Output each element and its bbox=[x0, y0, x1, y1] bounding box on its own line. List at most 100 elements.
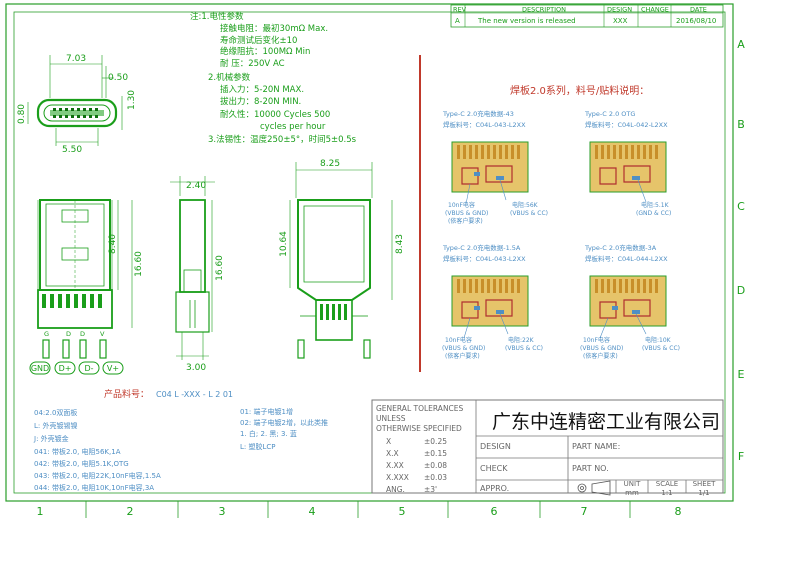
pn-left-line: J: 外壳镀金 bbox=[33, 434, 69, 443]
revision-table: REV DESCRIPTION DESIGN CHANGE DATE A The… bbox=[450, 4, 724, 28]
pcb-board-3: Type-C 2.0充电数据-1.5A 焊板料号：C04L-043-L2XX 1… bbox=[442, 243, 543, 360]
col-label: 7 bbox=[581, 505, 588, 518]
board-type: Type-C 2.0充电数据-43 bbox=[442, 109, 514, 118]
board-res-sub: (VBUS & CC) bbox=[505, 345, 543, 352]
pn-left-line: 04:2.0双面板 bbox=[34, 408, 77, 417]
pin-label-d: D bbox=[66, 330, 71, 338]
tol-key: X.XX bbox=[386, 461, 404, 470]
pin-gnd: GND bbox=[31, 364, 49, 373]
tol-title: UNLESS bbox=[376, 414, 406, 423]
note-line: 插入力：5-20N MAX. bbox=[220, 84, 304, 95]
note-line: 注:1.电性参数 bbox=[190, 11, 244, 22]
part-number-section: 产品料号： C04 L -XXX - L 2 01 04:2.0双面板 L: 外… bbox=[33, 388, 328, 492]
board-type: Type-C 2.0充电数据-3A bbox=[584, 243, 657, 252]
part-number-label: 产品料号： bbox=[104, 388, 149, 400]
dim-left-h2: 16.60 bbox=[134, 251, 144, 277]
dim-top-width: 8.25 bbox=[320, 159, 340, 169]
pcb-board-group: Type-C 2.0充电数据-43 焊板料号：C04L-043-L2XX 10n… bbox=[442, 109, 680, 360]
row-label: D bbox=[737, 284, 745, 297]
board-cap-note: 10nF电容 bbox=[445, 336, 472, 344]
board-res: 电阻:5.1K bbox=[641, 201, 670, 209]
pn-left-line: 044: 带板2.0, 电阻10K,10nF电容,3A bbox=[34, 483, 154, 492]
pin-vplus: V+ bbox=[107, 364, 119, 373]
row-label: B bbox=[737, 118, 745, 131]
company-name: 广东中连精密工业有限公司 bbox=[492, 411, 720, 433]
tol-title: GENERAL TOLERANCES bbox=[376, 404, 464, 413]
tb-part-no: PART NO. bbox=[572, 464, 609, 473]
tol-val: ±0.08 bbox=[424, 461, 447, 470]
pin-legend: GND D+ D- V+ bbox=[29, 361, 124, 375]
pcb-tail bbox=[37, 289, 113, 329]
pin-dplus: D+ bbox=[59, 364, 72, 373]
tb-sheet-label: SHEET bbox=[693, 480, 717, 488]
dim-left-h1: 8.40 bbox=[108, 234, 118, 254]
board-pn: 焊板料号：C04L-044-L2XX bbox=[585, 254, 668, 263]
board-type: Type-C 2.0充电数据-1.5A bbox=[442, 243, 521, 252]
dim-right-h1: 10.64 bbox=[279, 231, 289, 257]
tongue bbox=[50, 110, 104, 116]
pin-label-v: V bbox=[100, 330, 105, 338]
note-line: 3.法锡性：温度250±5°，时间5±0.5s bbox=[208, 134, 357, 145]
tol-key: X.X bbox=[386, 449, 399, 458]
board-cap-note: 10nF电容 bbox=[448, 201, 475, 209]
pn-left-line: 041: 带板2.0, 电阻56K,1A bbox=[34, 447, 121, 456]
tb-appro: APPRO. bbox=[480, 484, 509, 493]
tb-part-name: PART NAME: bbox=[572, 442, 620, 451]
tol-val: ±0.15 bbox=[424, 449, 447, 458]
board-pn: 焊板料号：C04L-043-L2XX bbox=[443, 120, 526, 129]
pn-left-line: L: 外壳镀锡镍 bbox=[34, 421, 77, 430]
pin-dminus: D- bbox=[84, 364, 93, 373]
tol-title: OTHERWISE SPECIFIED bbox=[376, 424, 462, 433]
note-line: 绝缘阻抗：100MΩ Min bbox=[220, 46, 310, 57]
rev-cell: XXX bbox=[613, 17, 628, 25]
board-type: Type-C 2.0 OTG bbox=[584, 110, 635, 118]
rev-cell: A bbox=[455, 17, 460, 25]
dim-front-width: 7.03 bbox=[66, 54, 86, 64]
note-line: 接触电阻：最初30mΩ Max. bbox=[220, 23, 328, 34]
board-cust: (依客户要求) bbox=[583, 352, 618, 360]
note-line: 耐 压：250V AC bbox=[220, 58, 285, 69]
note-line: 寿命测试后变化±10 bbox=[220, 35, 297, 46]
tol-key: ANG. bbox=[386, 485, 405, 494]
title-block: 广东中连精密工业有限公司 DESIGN PART NAME: CHECK PAR… bbox=[371, 399, 724, 497]
note-line: 拔出力：8-20N MIN. bbox=[220, 96, 301, 107]
tol-val: ±0.25 bbox=[424, 437, 447, 446]
tol-val: ±3' bbox=[424, 485, 437, 494]
dim-right-h2: 8.43 bbox=[395, 234, 405, 254]
part-number-code: C04 L -XXX - L 2 01 bbox=[156, 390, 233, 399]
row-label: C bbox=[737, 200, 745, 213]
column-ticks bbox=[85, 501, 631, 518]
outer-frame bbox=[5, 3, 734, 502]
tb-scale-label: SCALE bbox=[656, 480, 678, 488]
board-cust: (依客户要求) bbox=[448, 217, 483, 225]
col-label: 5 bbox=[399, 505, 406, 518]
board-res: 电阻:10K bbox=[645, 336, 672, 344]
board-res-sub: (GND & CC) bbox=[636, 210, 671, 217]
rev-header: REV bbox=[453, 6, 467, 14]
pn-right-line: L: 塑胶LCP bbox=[240, 442, 276, 451]
board-cap-sub: (VBUS & GND) bbox=[445, 210, 488, 217]
pcb-board-2: Type-C 2.0 OTG 焊板料号：C04L-042-L2XX 电阻:5.1… bbox=[584, 110, 671, 217]
board-pn: 焊板料号：C04L-043-L2XX bbox=[443, 254, 526, 263]
column-labels: 1 2 3 4 5 6 7 8 bbox=[37, 505, 682, 518]
col-label: 8 bbox=[675, 505, 682, 518]
row-label: E bbox=[738, 368, 745, 381]
col-label: 4 bbox=[309, 505, 316, 518]
spec-notes: 注:1.电性参数 接触电阻：最初30mΩ Max. 寿命测试后变化±10 绝缘阻… bbox=[190, 11, 357, 145]
tb-check: CHECK bbox=[480, 464, 508, 473]
tb-unit-label: UNIT bbox=[624, 480, 641, 488]
board-cap-note: 10nF电容 bbox=[583, 336, 610, 344]
row-labels: A B C D E F bbox=[737, 38, 745, 463]
dim-front-offset: 0.50 bbox=[108, 73, 128, 83]
dim-front-bottom: 5.50 bbox=[62, 145, 82, 155]
pn-left-line: 042: 带板2.0, 电阻5.1K,OTG bbox=[34, 459, 129, 468]
front-view: 7.03 0.50 5.50 0.80 1.30 bbox=[17, 54, 137, 155]
board-res-sub: (VBUS & CC) bbox=[642, 345, 680, 352]
right-plan-view: 8.25 10.64 8.43 bbox=[279, 159, 405, 359]
tb-unit-value: mm bbox=[625, 489, 639, 497]
dim-side-h1: 16.60 bbox=[215, 255, 225, 281]
col-label: 1 bbox=[37, 505, 44, 518]
dim-side-width: 2.40 bbox=[186, 181, 206, 191]
col-label: 6 bbox=[491, 505, 498, 518]
